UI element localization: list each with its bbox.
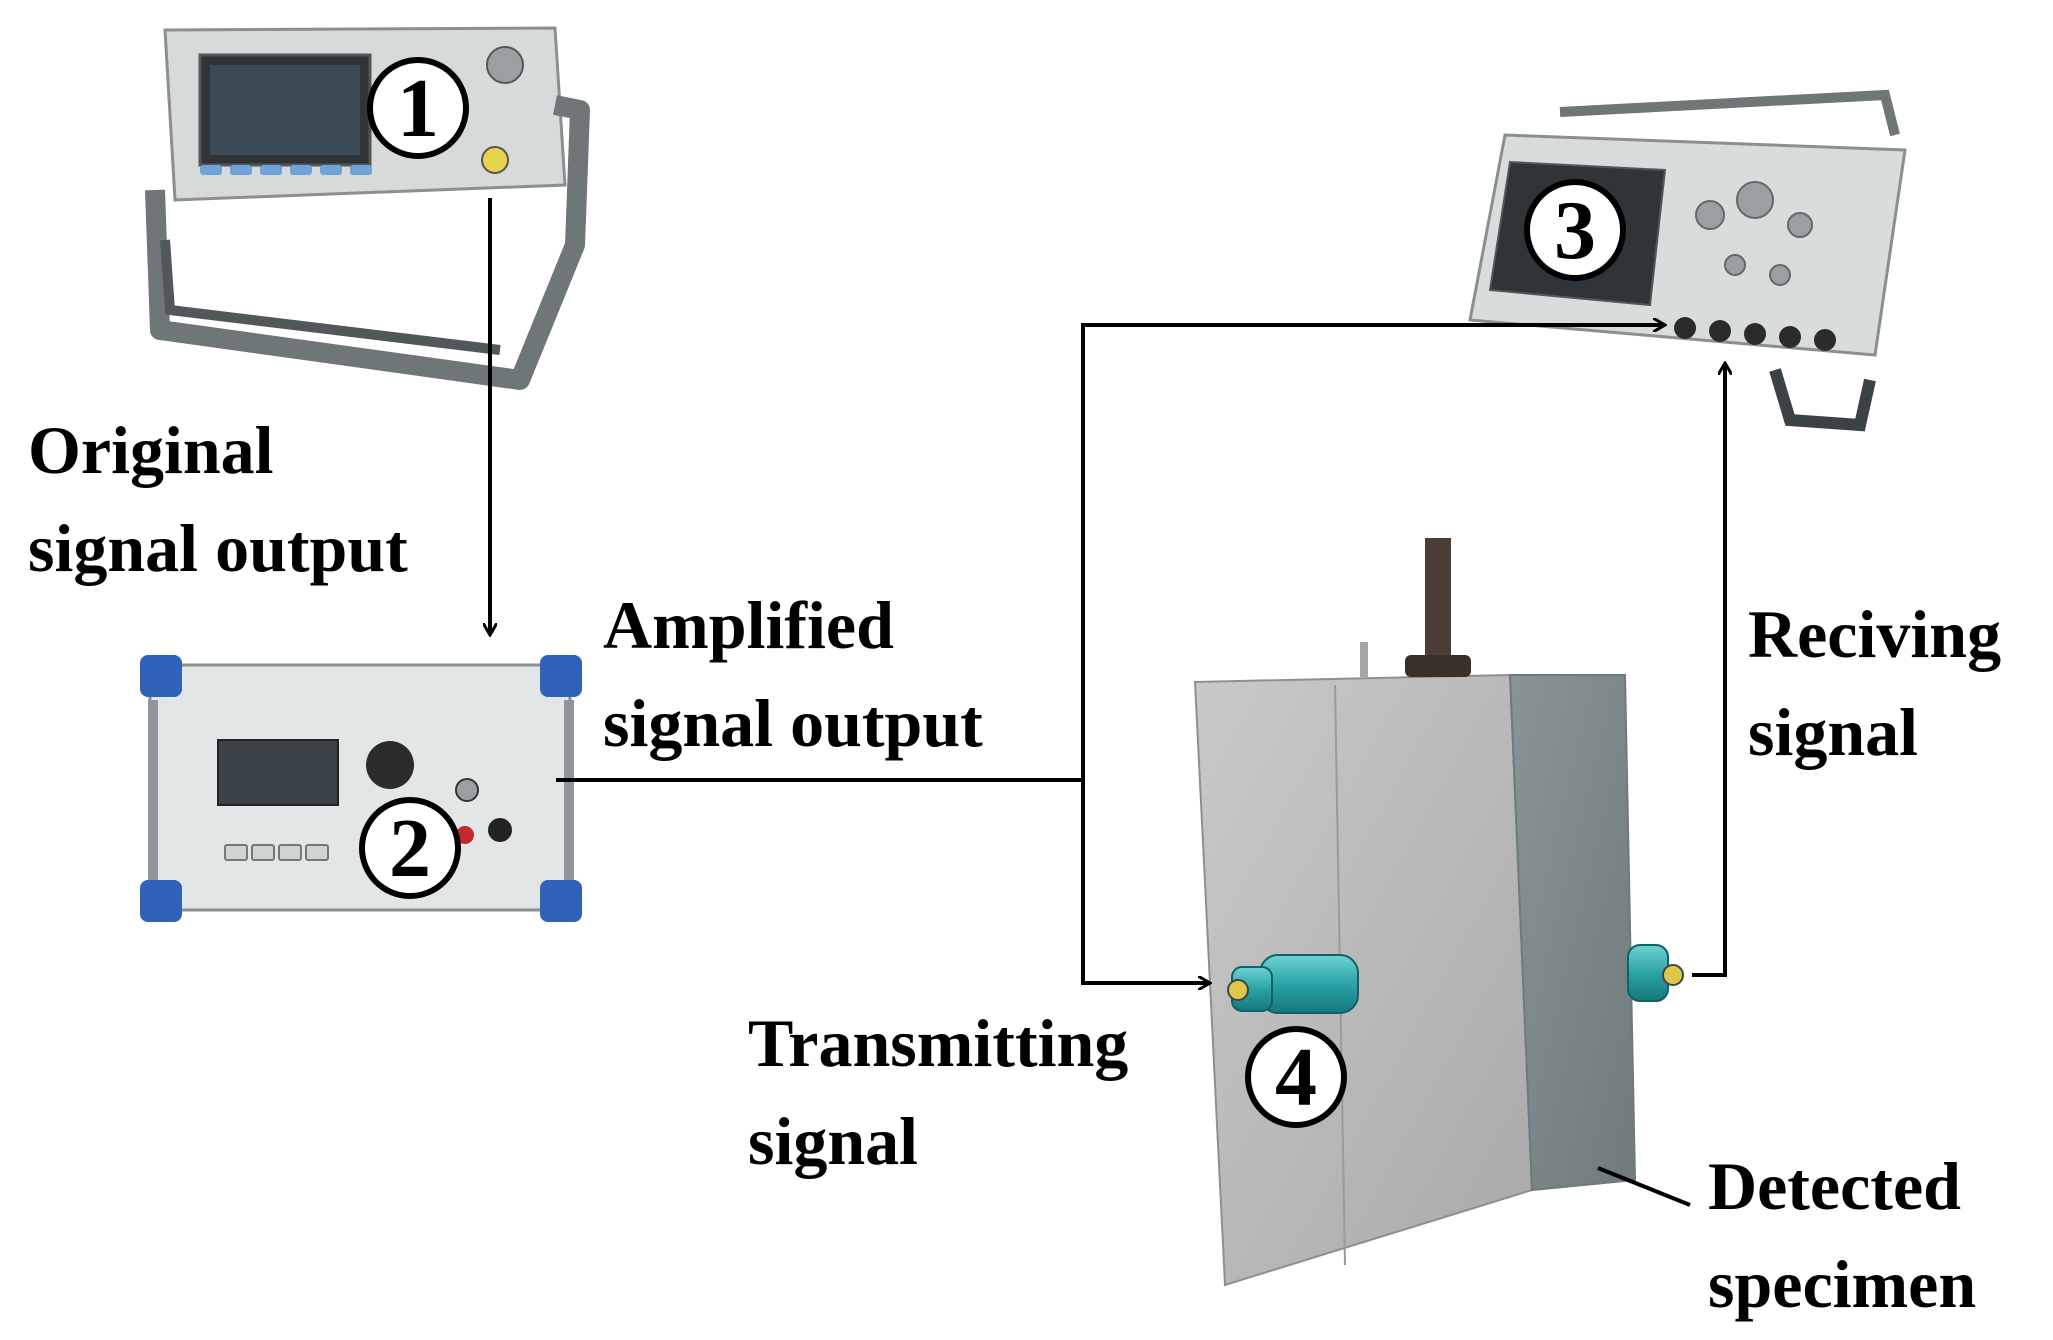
receiving-signal-arrow	[1692, 365, 1725, 977]
svg-text:2: 2	[389, 802, 431, 895]
power-amplifier	[140, 655, 582, 922]
svg-text:3: 3	[1554, 184, 1596, 277]
specimen-pointer-line	[1597, 1166, 1691, 1207]
svg-text:4: 4	[1275, 1031, 1317, 1124]
badge-2: 2	[359, 797, 461, 899]
label-amplified-line-2: signal output	[603, 685, 983, 761]
receiving-transducer	[1627, 944, 1684, 1002]
label-receiving-line-1: Reciving	[1748, 596, 2002, 672]
label-amplified-line-1: Amplified	[603, 587, 894, 663]
label-detected-line-2: specimen	[1708, 1246, 1977, 1322]
badge-1: 1	[367, 57, 469, 159]
signal-generator	[145, 26, 590, 390]
label-detected-line-1: Detected	[1708, 1148, 1961, 1224]
label-original-line-2: signal output	[28, 510, 408, 586]
badge-4: 4	[1245, 1026, 1347, 1128]
transmitting-signal-arrow	[1081, 780, 1208, 983]
label-transmitting-line-2: signal	[748, 1103, 919, 1179]
svg-text:1: 1	[397, 62, 439, 155]
label-original-line-1: Original	[28, 412, 274, 488]
concrete-specimen	[1193, 538, 1637, 1287]
badge-3: 3	[1524, 179, 1626, 281]
label-receiving-line-2: signal	[1748, 694, 1919, 770]
signal-lines	[490, 198, 1725, 1207]
reference-signal-arrow	[1081, 325, 1663, 780]
transmitting-transducer	[1227, 954, 1359, 1014]
label-transmitting-line-1: Transmitting	[748, 1005, 1129, 1081]
